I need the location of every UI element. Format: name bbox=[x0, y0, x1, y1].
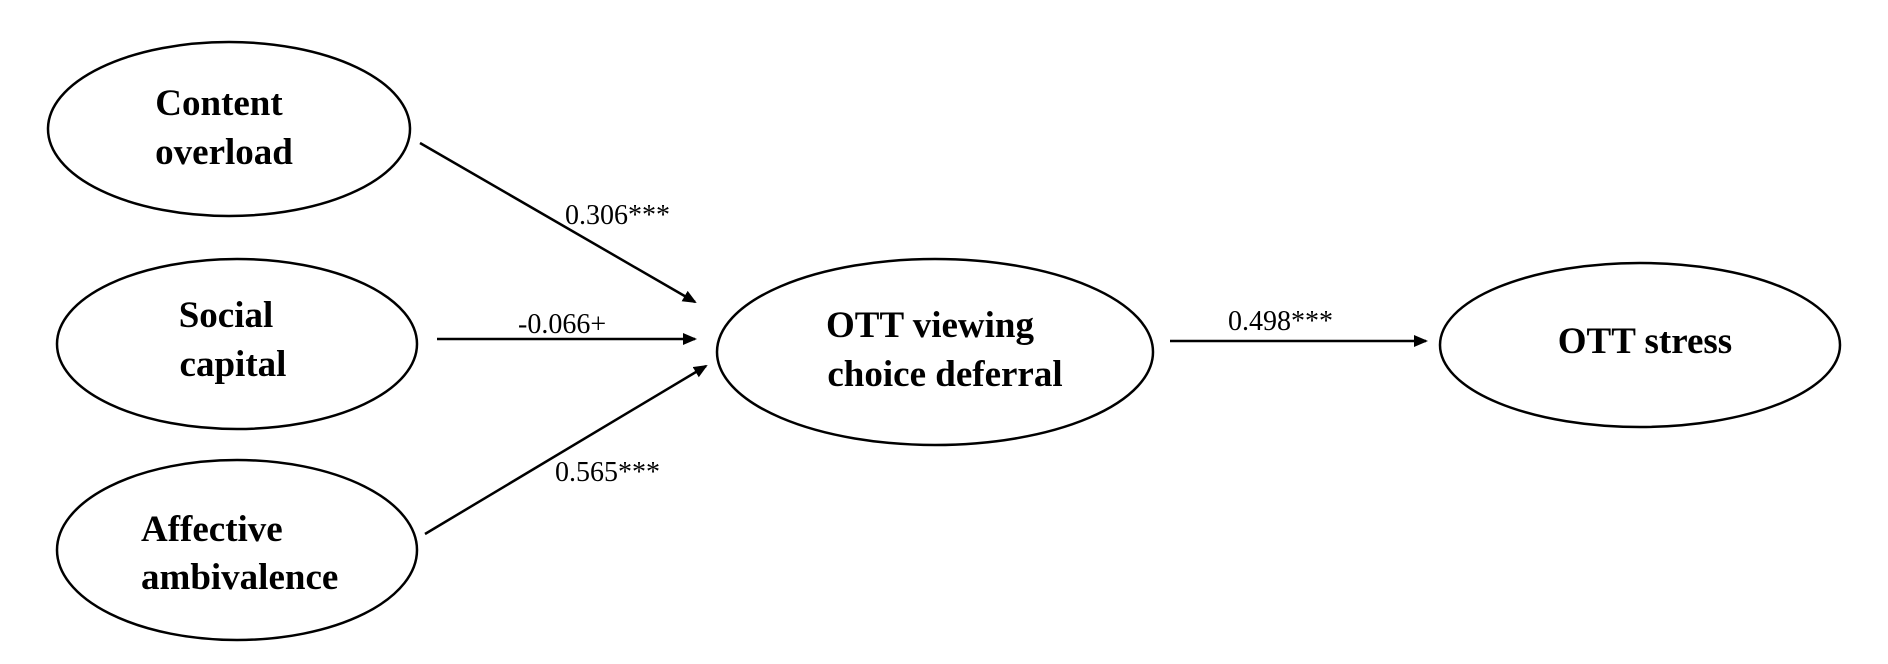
coef-content-overload: 0.306*** bbox=[565, 200, 670, 231]
node-content-overload: Content overload bbox=[46, 40, 412, 218]
arrow-content-overload-to-deferral bbox=[419, 141, 697, 304]
coef-affective-ambivalence: 0.565*** bbox=[555, 457, 660, 488]
node-social-capital: Social capital bbox=[55, 257, 419, 431]
node-affective-ambivalence-line1: Affective bbox=[141, 509, 283, 550]
coef-social-capital: -0.066+ bbox=[518, 309, 606, 340]
node-choice-deferral-line2: choice deferral bbox=[827, 354, 1062, 395]
node-affective-ambivalence: Affective ambivalence bbox=[55, 458, 419, 642]
arrow-affective-ambivalence-to-deferral bbox=[424, 364, 708, 536]
node-choice-deferral: OTT viewing choice deferral bbox=[715, 257, 1155, 447]
node-content-overload-line2: overload bbox=[155, 132, 293, 173]
node-affective-ambivalence-line2: ambivalence bbox=[141, 557, 338, 598]
node-content-overload-line1: Content bbox=[155, 83, 283, 124]
coef-deferral-to-stress: 0.498*** bbox=[1228, 306, 1333, 337]
node-social-capital-line2: capital bbox=[180, 344, 287, 385]
node-ott-stress-line1: OTT stress bbox=[1558, 321, 1732, 362]
node-social-capital-line1: Social bbox=[179, 295, 274, 336]
node-choice-deferral-line1: OTT viewing bbox=[826, 305, 1034, 346]
node-ott-stress: OTT stress bbox=[1438, 261, 1842, 429]
